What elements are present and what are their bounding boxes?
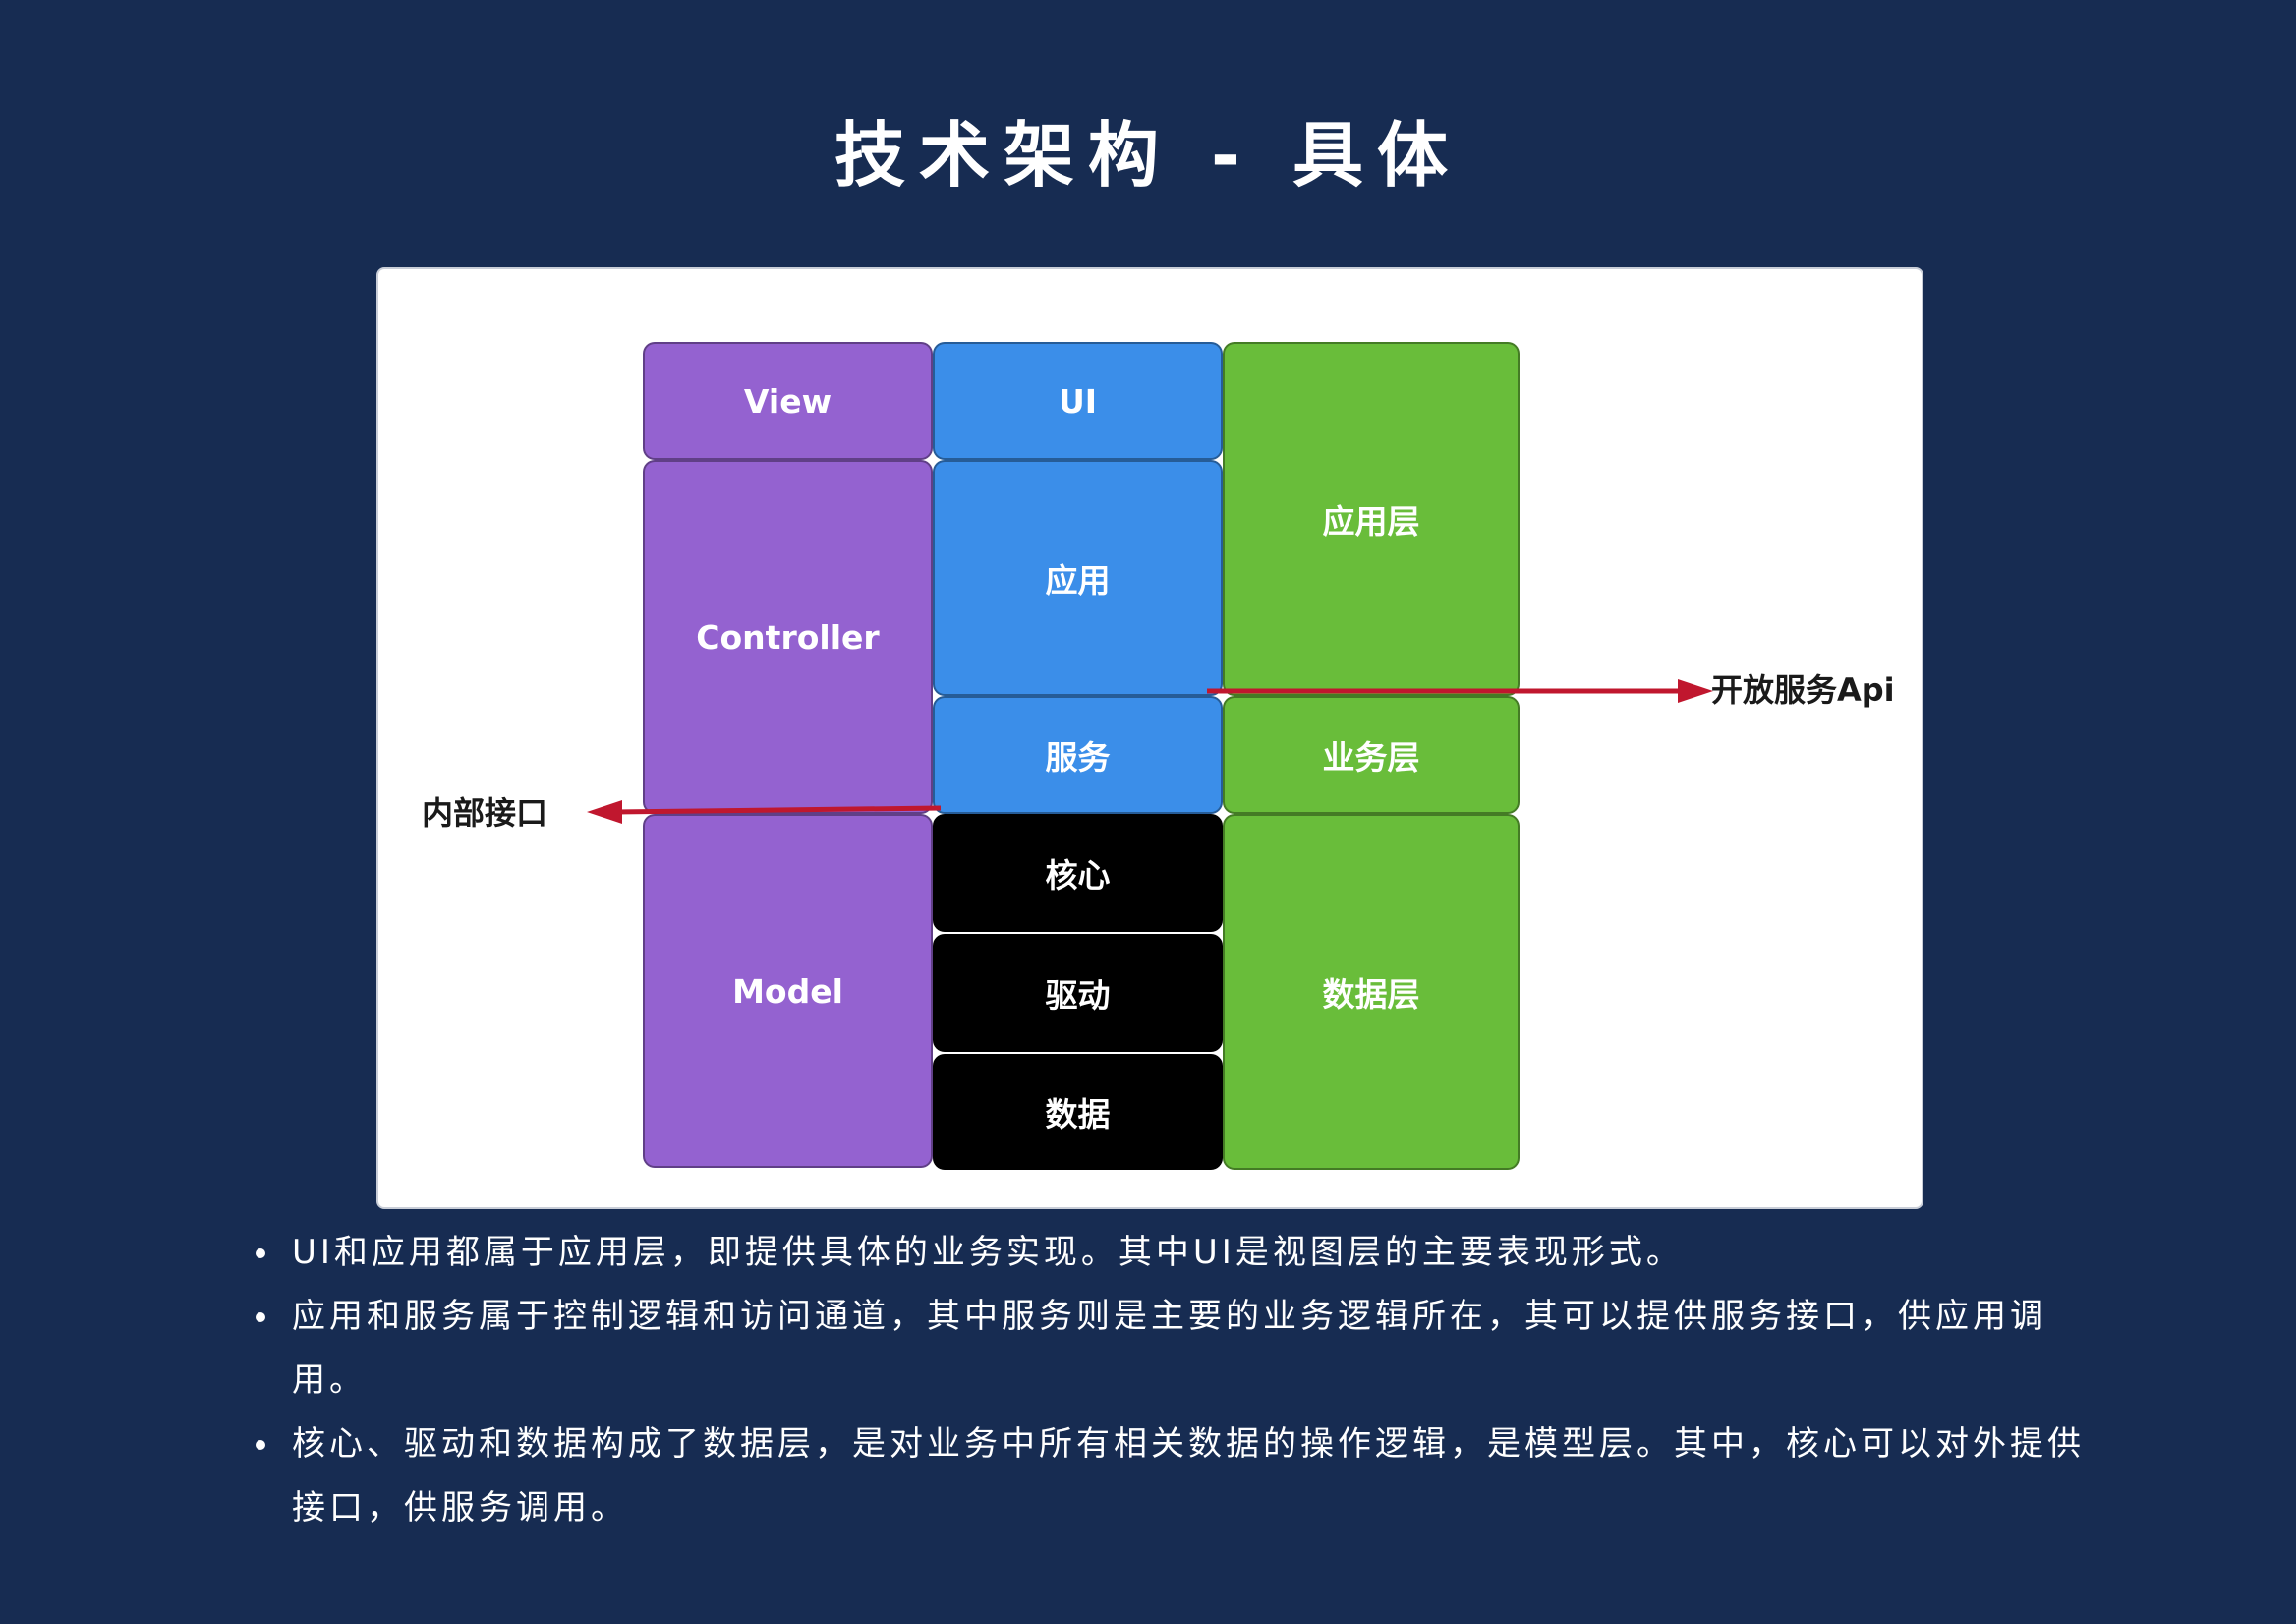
ui-block: UI (933, 342, 1223, 460)
open-api-arrow-head (1678, 679, 1713, 703)
bullet-item: 核心、驱动和数据构成了数据层，是对业务中所有相关数据的操作逻辑，是模型层。其中，… (251, 1413, 2098, 1540)
arrows (587, 679, 1713, 824)
internal-arrow-head (587, 800, 622, 824)
business-layer-block: 业务层 (1223, 696, 1520, 814)
data-layer-block: 数据层 (1223, 814, 1520, 1170)
slide-title: 技术架构 - 具体 (833, 114, 1463, 197)
bullet-list: UI和应用都属于应用层，即提供具体的业务实现。其中UI是视图层的主要表现形式。 … (251, 1221, 2098, 1540)
core-block: 核心 (933, 814, 1223, 932)
view-block: View (643, 342, 933, 460)
app-block: 应用 (933, 460, 1223, 696)
controller-block: Controller (643, 460, 933, 814)
data-block: 数据 (933, 1054, 1223, 1170)
driver-block: 驱动 (933, 934, 1223, 1052)
internal-interface-label: 内部接口 (422, 794, 548, 832)
app-layer-block: 应用层 (1223, 342, 1520, 696)
bullet-item: 应用和服务属于控制逻辑和访问通道，其中服务则是主要的业务逻辑所在，其可以提供服务… (251, 1285, 2098, 1413)
open-api-label: 开放服务Api (1711, 671, 1895, 709)
internal-arrow-line (613, 805, 942, 815)
service-block: 服务 (933, 696, 1223, 814)
bullet-item: UI和应用都属于应用层，即提供具体的业务实现。其中UI是视图层的主要表现形式。 (251, 1221, 2098, 1285)
model-block: Model (643, 814, 933, 1168)
architecture-diagram: View Controller Model UI 应用 服务 核心 驱动 数据 … (376, 267, 1923, 1209)
